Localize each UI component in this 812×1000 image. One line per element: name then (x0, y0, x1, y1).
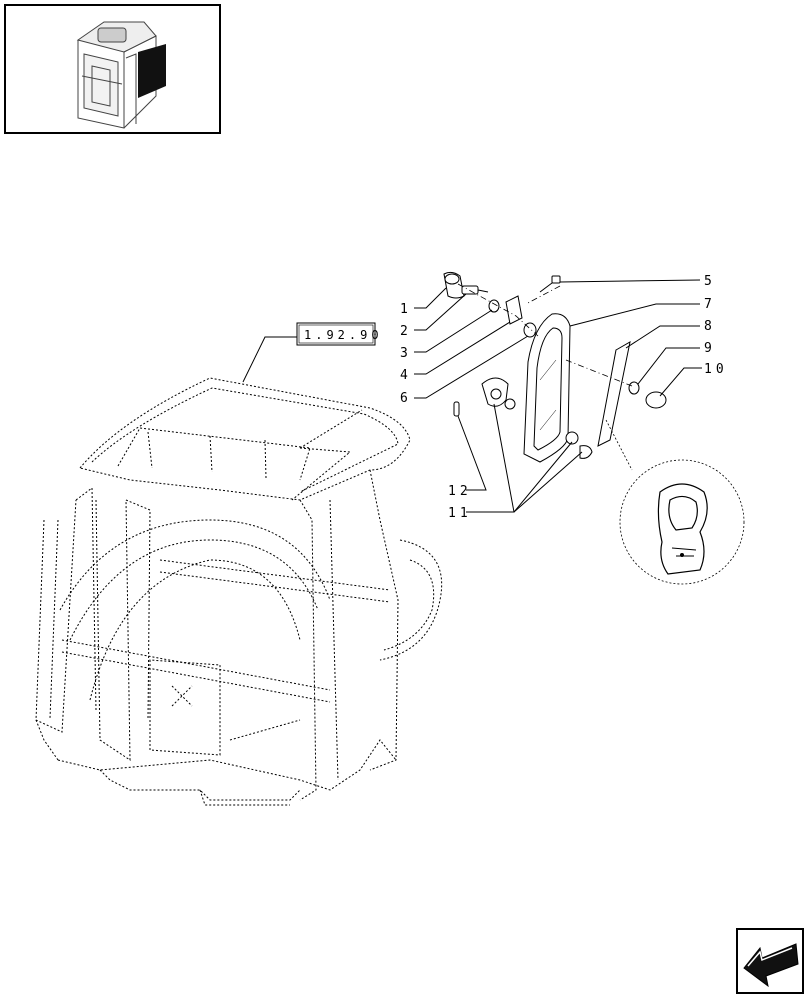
part-9-washer (628, 381, 640, 395)
callout-1: 1 (400, 302, 412, 317)
part-10-cap (645, 391, 667, 409)
reference-leader-line (242, 336, 297, 383)
reference-box-label: 1.92.90 (304, 328, 383, 342)
cab-frame-drawing (35, 377, 443, 806)
callout-6: 6 (400, 391, 412, 406)
callout-11: 11 (448, 506, 472, 521)
callout-8: 8 (704, 319, 716, 334)
part-12-pin (453, 401, 460, 417)
part-7-glass (523, 313, 571, 463)
callout-5: 5 (704, 274, 716, 289)
arrow-graphic (743, 943, 799, 988)
cab-thumbnail-drawing (76, 21, 166, 129)
part-4-bracket (505, 295, 523, 325)
callout-2: 2 (400, 324, 412, 339)
cab-thumbnail-icon (4, 4, 221, 134)
part-11-hinge (481, 377, 593, 459)
part-2-screw (461, 285, 489, 295)
callout-9: 9 (704, 341, 716, 356)
part-8-seal-strip (597, 341, 631, 447)
assembly-axis-lines (457, 283, 633, 387)
part-1-cap (443, 271, 465, 299)
reference-box[interactable]: 1.92.90 (296, 322, 383, 346)
callout-3: 3 (400, 346, 412, 361)
callout-4: 4 (400, 368, 412, 383)
callout-7: 7 (704, 297, 716, 312)
next-page-arrow-icon[interactable] (736, 928, 804, 994)
detail-leader (605, 419, 633, 471)
callout-12: 12 (448, 484, 472, 499)
leader-lines (414, 279, 702, 513)
door-window-parts (443, 271, 667, 463)
part-5-bolt (539, 275, 561, 293)
callout-labels: 1 2 3 4 5 6 7 8 9 10 11 12 (400, 274, 728, 521)
seal-section-detail (619, 459, 745, 585)
part-3-washer (488, 299, 500, 313)
callout-10: 10 (704, 362, 728, 377)
